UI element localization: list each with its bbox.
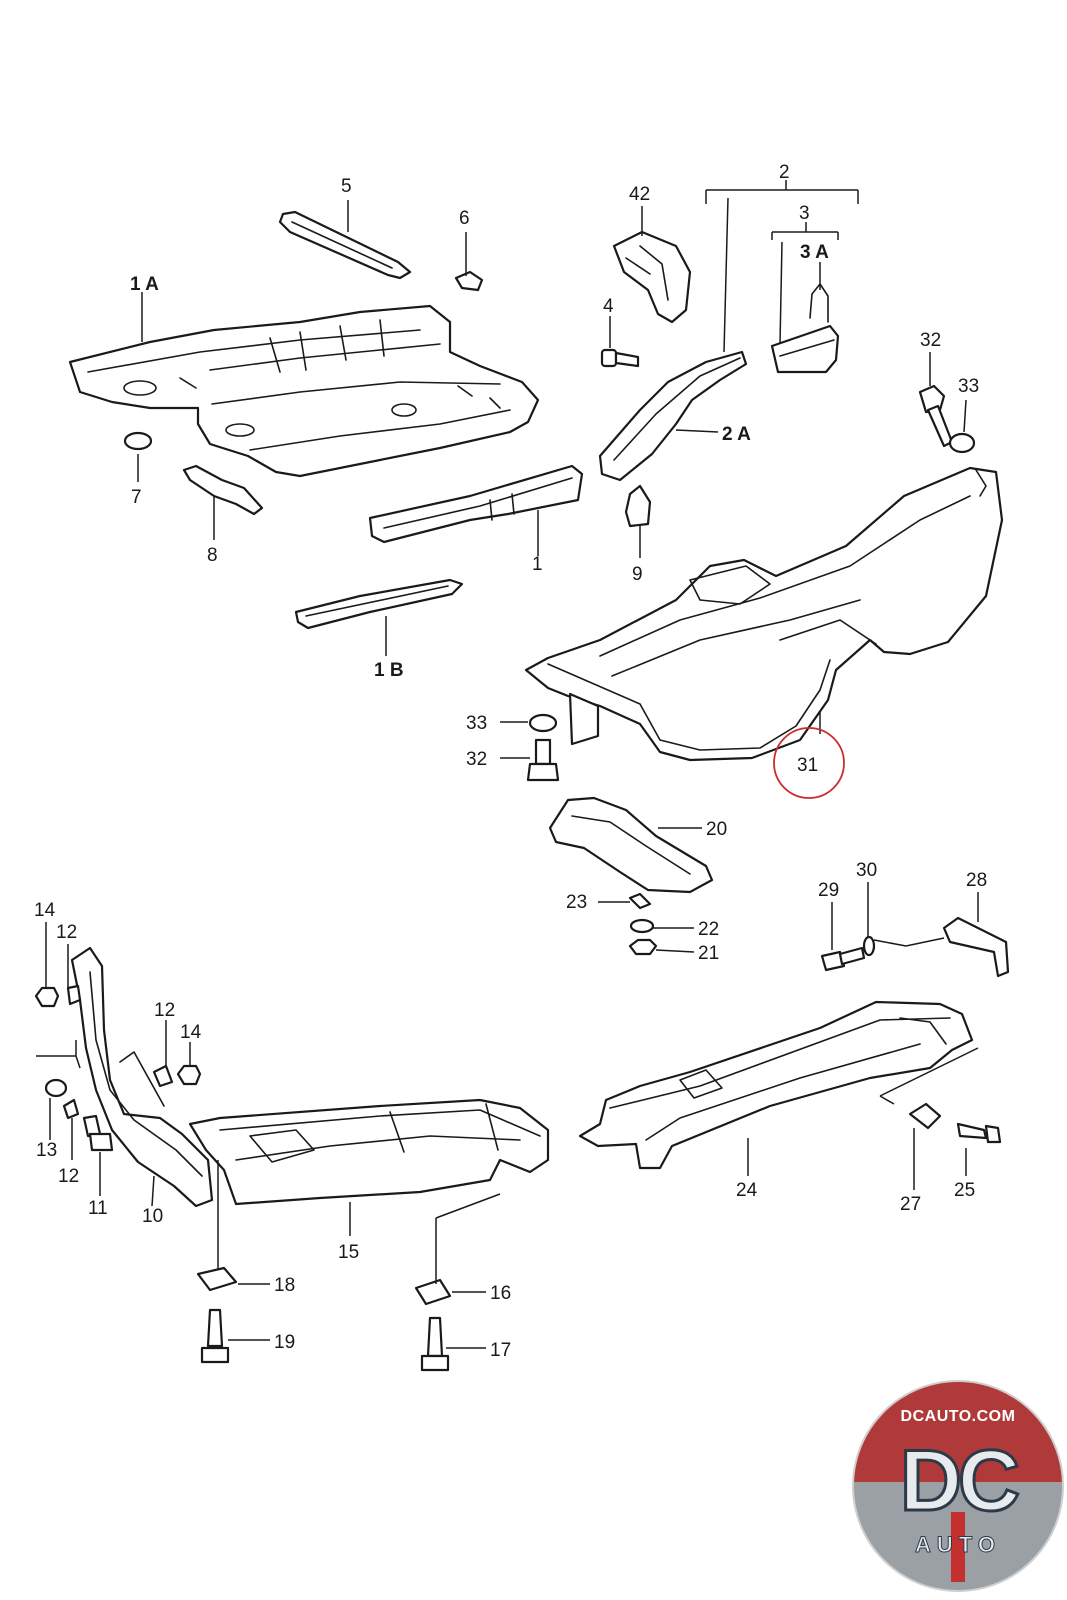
part-1B-sill: [294, 578, 464, 630]
callout-31: 31: [797, 755, 818, 776]
part-4-bolt: [600, 348, 640, 368]
badge-monogram: DC: [898, 1433, 1021, 1529]
part-27-clip-nut: [908, 1102, 942, 1130]
callout-27: 27: [900, 1194, 921, 1215]
callout-6: 6: [459, 208, 470, 229]
part-28-bracket: [942, 916, 1010, 978]
part-12-clip-left: [66, 984, 82, 1006]
badge-word: AUTO: [915, 1532, 1001, 1558]
callout-5: 5: [341, 176, 352, 197]
dcauto-logo-badge: DCAUTO.COM DC AUTO: [852, 1380, 1064, 1592]
part-7-plug: [123, 431, 153, 451]
part-1A-floor-pan: [68, 304, 540, 478]
badge-red-stripe: [951, 1512, 965, 1582]
part-20-bracket: [548, 796, 714, 894]
part-33-washer-top: [948, 432, 976, 454]
part-29-bolt: [820, 946, 866, 972]
leader-lines: [36, 180, 979, 1349]
callout-42: 42: [629, 184, 650, 205]
part-11-bolt: [82, 1114, 114, 1152]
part-5-crossmember: [278, 210, 412, 280]
part-2A-member: [598, 350, 748, 482]
callout-2: 2: [779, 162, 790, 183]
callout-3A: 3 A: [800, 242, 829, 263]
callout-2A: 2 A: [722, 424, 751, 445]
part-31-underbody-shield: [524, 466, 1004, 762]
part-24-heat-shield: [578, 1000, 974, 1170]
callout-23: 23: [566, 892, 587, 913]
badge-red-band: [854, 1382, 1062, 1482]
part-15-heat-shield: [188, 1098, 550, 1206]
callout-12-left: 12: [56, 922, 77, 943]
callout-17: 17: [490, 1340, 511, 1361]
callout-32-lower: 32: [466, 749, 487, 770]
part-32-bolt-lower: [526, 738, 560, 782]
part-14-nut-left: [34, 986, 60, 1008]
part-13-washer: [44, 1078, 68, 1098]
callout-29: 29: [818, 880, 839, 901]
callout-20: 20: [706, 819, 727, 840]
part-21-nut: [628, 938, 658, 956]
callout-1: 1: [532, 554, 543, 575]
callout-3: 3: [799, 203, 810, 224]
part-30-washer: [862, 935, 876, 957]
callout-16: 16: [490, 1283, 511, 1304]
part-6-clip: [454, 270, 484, 292]
part-18-clip-nut: [196, 1266, 238, 1292]
part-33-washer-lower: [528, 713, 558, 733]
callout-labels: 5 6 1 A 7 8 1 1 B 42 2 3 3 A 4 2 A 9 32 …: [34, 162, 987, 1361]
callout-11: 11: [88, 1198, 108, 1219]
part-25-screw: [956, 1122, 1002, 1144]
part-23-clip: [628, 892, 652, 910]
part-10-bracket: [70, 946, 214, 1208]
callout-33-lower: 33: [466, 713, 487, 734]
callout-19: 19: [274, 1332, 295, 1353]
callout-10: 10: [142, 1206, 163, 1227]
highlight-circle-31: [773, 727, 845, 799]
callout-12-mid: 12: [154, 1000, 175, 1021]
callout-32-top: 32: [920, 330, 941, 351]
callout-22: 22: [698, 919, 719, 940]
callout-14-left: 14: [34, 900, 56, 921]
callout-33-top: 33: [958, 376, 979, 397]
part-32-bolt-top: [918, 384, 954, 448]
callout-13: 13: [36, 1140, 57, 1161]
callout-30: 30: [856, 860, 877, 881]
callout-24: 24: [736, 1180, 758, 1201]
part-22-washer: [629, 918, 655, 934]
part-14-nut-mid: [176, 1064, 202, 1086]
callout-4: 4: [603, 296, 614, 317]
part-1-sill: [368, 464, 584, 544]
part-12-clip-low: [62, 1098, 80, 1120]
callout-9: 9: [632, 564, 643, 585]
callout-18: 18: [274, 1275, 295, 1296]
callout-8: 8: [207, 545, 218, 566]
callout-14-mid: 14: [180, 1022, 202, 1043]
part-17-screw: [420, 1316, 450, 1372]
callout-21: 21: [698, 943, 719, 964]
callout-25: 25: [954, 1180, 975, 1201]
callout-28: 28: [966, 870, 987, 891]
badge-url: DCAUTO.COM: [900, 1408, 1016, 1425]
callout-7: 7: [131, 487, 142, 508]
part-16-clip-nut: [414, 1278, 452, 1306]
part-9-clip: [624, 484, 652, 528]
part-19-screw: [200, 1308, 230, 1364]
callout-1B: 1 B: [374, 660, 404, 681]
part-12-clip-mid: [152, 1064, 174, 1088]
callout-1A: 1 A: [130, 274, 159, 295]
part-42-bracket: [612, 230, 692, 324]
callout-12-low: 12: [58, 1166, 79, 1187]
part-8-bracket: [182, 464, 264, 516]
callout-15: 15: [338, 1242, 359, 1263]
part-3-bracket: [770, 283, 840, 374]
